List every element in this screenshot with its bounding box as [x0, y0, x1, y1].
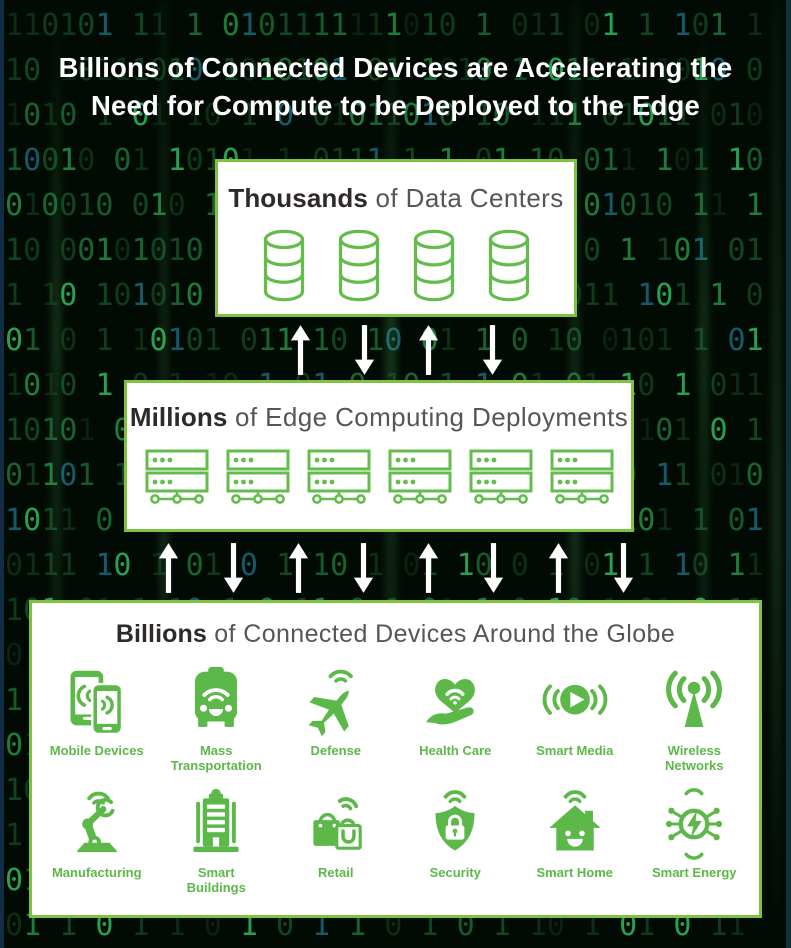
- arrow-up-icon: [418, 325, 438, 375]
- wireless-networks-icon: [653, 663, 735, 741]
- arrow-up-icon: [288, 543, 308, 593]
- device-label: Smart Buildings: [186, 865, 246, 895]
- data-centers-heading: Thousands of Data Centers: [218, 183, 574, 214]
- tier-rest-text: of Connected Devices Around the Globe: [206, 620, 676, 648]
- binary-row: 10010 01 10101 1 0111 1 1 01 10 011 101 …: [5, 143, 764, 178]
- glow-streak: [52, 0, 61, 948]
- mobile-devices-icon: [56, 663, 138, 741]
- edge-server-icon: [388, 449, 451, 504]
- binary-row: 110101 11 1 0101111111010 1 011 01 1 101…: [5, 8, 764, 43]
- glow-streak: [772, 0, 781, 948]
- retail-icon: [295, 785, 377, 863]
- title-line-2: Need for Compute to be Deployed to the E…: [90, 90, 701, 121]
- device-label: Mobile Devices: [49, 743, 144, 758]
- arrow-up-icon: [290, 325, 310, 375]
- arrow-down-icon: [223, 543, 243, 593]
- smart-energy-icon: [653, 785, 735, 863]
- device-defense: Defense: [276, 663, 396, 773]
- devices-grid: Mobile Devices Mass Transportation Defen…: [32, 663, 759, 895]
- security-icon: [414, 785, 496, 863]
- arrow-down-icon: [353, 543, 373, 593]
- left-edge-strip: [0, 0, 4, 948]
- arrow-down-icon: [482, 325, 502, 375]
- mass-transportation-icon: [175, 663, 257, 741]
- device-mass-transportation: Mass Transportation: [157, 663, 277, 773]
- device-smart-home: Smart Home: [515, 785, 635, 895]
- device-wireless-networks: Wireless Networks: [635, 663, 755, 773]
- edge-server-icon: [469, 449, 532, 504]
- device-label: Wireless Networks: [664, 743, 724, 773]
- database-icon: [488, 229, 529, 302]
- device-label: Manufacturing: [51, 865, 142, 880]
- database-icon: [338, 229, 379, 302]
- smart-buildings-icon: [175, 785, 257, 863]
- data-center-icons: [218, 229, 574, 303]
- tier-rest-text: of Edge Computing Deployments: [227, 402, 629, 432]
- edge-server-icon: [307, 449, 370, 504]
- edge-server-icon: [145, 449, 208, 504]
- binary-row: 0111 10 1 01 0 1 10 1 01 10 0 1 01 1 10 …: [5, 548, 764, 583]
- arrows-tier1-tier2: [215, 323, 577, 377]
- tier-bold-text: Billions: [115, 620, 207, 648]
- arrow-down-icon: [483, 543, 503, 593]
- arrow-up-icon: [158, 543, 178, 593]
- manufacturing-icon: [56, 785, 138, 863]
- device-mobile-devices: Mobile Devices: [37, 663, 157, 773]
- database-icon: [413, 229, 454, 302]
- right-edge-strip: [786, 0, 791, 948]
- device-smart-buildings: Smart Buildings: [157, 785, 277, 895]
- device-label: Smart Energy: [651, 865, 737, 880]
- arrow-up-icon: [548, 543, 568, 593]
- database-icon: [263, 229, 304, 302]
- arrow-down-icon: [354, 325, 374, 375]
- tier-rest-text: of Data Centers: [367, 183, 564, 213]
- defense-icon: [295, 663, 377, 741]
- binary-row: 10 10111010 1010101 01 1010 1 011 1 1010…: [5, 53, 764, 88]
- arrow-up-icon: [418, 543, 438, 593]
- device-smart-energy: Smart Energy: [635, 785, 755, 895]
- device-security: Security: [396, 785, 516, 895]
- device-label: Defense: [310, 743, 362, 758]
- device-label: Smart Home: [536, 865, 614, 880]
- edge-deployments-heading: Millions of Edge Computing Deployments: [127, 402, 631, 433]
- device-health-care: Health Care: [396, 663, 516, 773]
- device-smart-media: Smart Media: [515, 663, 635, 773]
- edge-server-icon: [226, 449, 289, 504]
- device-label: Smart Media: [536, 743, 614, 758]
- connected-devices-box: Billions of Connected Devices Around the…: [29, 600, 762, 918]
- device-retail: Retail: [276, 785, 396, 895]
- page-title: Billions of Connected Devices are Accele…: [0, 49, 791, 125]
- device-label: Security: [429, 865, 481, 880]
- glow-streak: [700, 0, 708, 948]
- device-manufacturing: Manufacturing: [37, 785, 157, 895]
- data-centers-box: Thousands of Data Centers: [215, 159, 577, 317]
- arrow-down-icon: [613, 543, 633, 593]
- smart-home-icon: [534, 785, 616, 863]
- device-label: Health Care: [419, 743, 492, 758]
- edge-server-icons: [127, 449, 631, 507]
- title-line-1: Billions of Connected Devices are Accele…: [58, 52, 733, 83]
- arrows-tier2-tier3: [0, 541, 791, 595]
- tier-bold-text: Millions: [129, 402, 228, 432]
- tier-bold-text: Thousands: [228, 183, 368, 213]
- connected-devices-heading: Billions of Connected Devices Around the…: [32, 620, 759, 649]
- edge-deployments-box: Millions of Edge Computing Deployments: [124, 380, 634, 532]
- device-label: Mass Transportation: [170, 743, 262, 773]
- device-label: Retail: [318, 865, 354, 880]
- edge-server-icon: [550, 449, 613, 504]
- health-care-icon: [414, 663, 496, 741]
- smart-media-icon: [534, 663, 616, 741]
